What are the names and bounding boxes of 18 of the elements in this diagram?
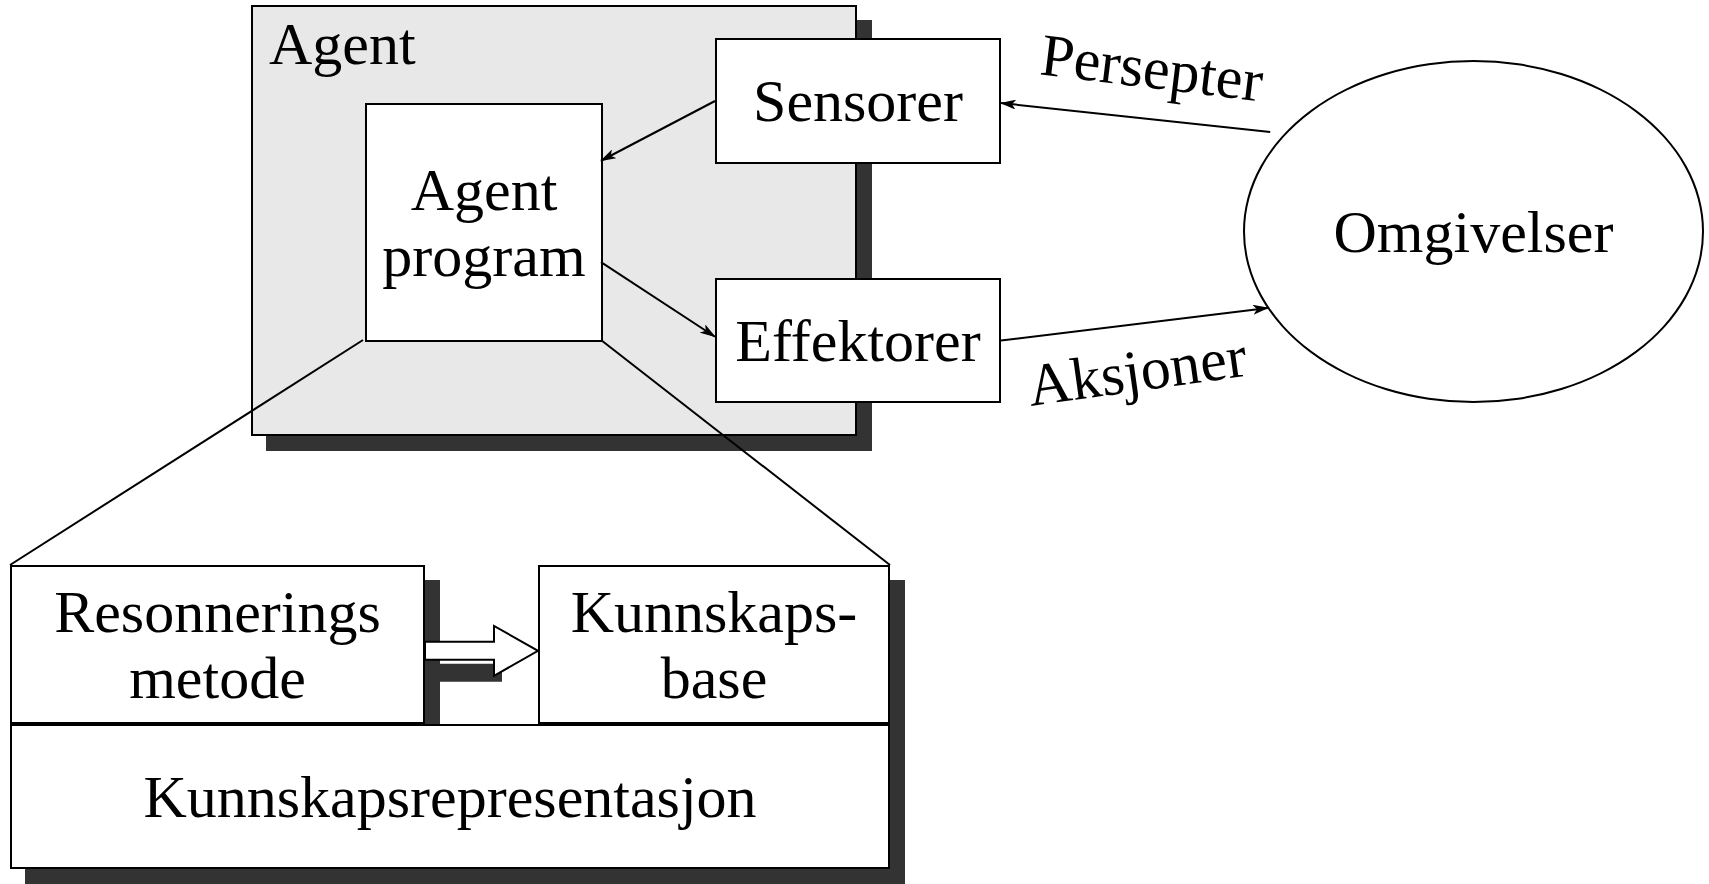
node-label: Agent program xyxy=(381,156,587,289)
arrow xyxy=(1000,304,1269,342)
arrow xyxy=(1000,99,1272,134)
node-label: Kunnskaps- base xyxy=(570,578,858,711)
arrow xyxy=(600,100,716,162)
process-box xyxy=(365,103,603,342)
node-label: Resonnerings metode xyxy=(53,578,382,711)
node-label: Agent xyxy=(269,11,416,77)
node-label: Sensorer xyxy=(753,68,963,134)
connector-line xyxy=(9,339,364,566)
node-label: Kunnskapsrepresentasjon xyxy=(143,763,757,830)
process-box xyxy=(715,278,1001,403)
process-box xyxy=(715,38,1001,164)
connector-line xyxy=(600,339,891,566)
block-arrow xyxy=(424,624,541,678)
node-label: Effektorer xyxy=(735,307,981,374)
node-label: Omgivelser xyxy=(1333,198,1614,265)
arrow xyxy=(600,261,716,338)
